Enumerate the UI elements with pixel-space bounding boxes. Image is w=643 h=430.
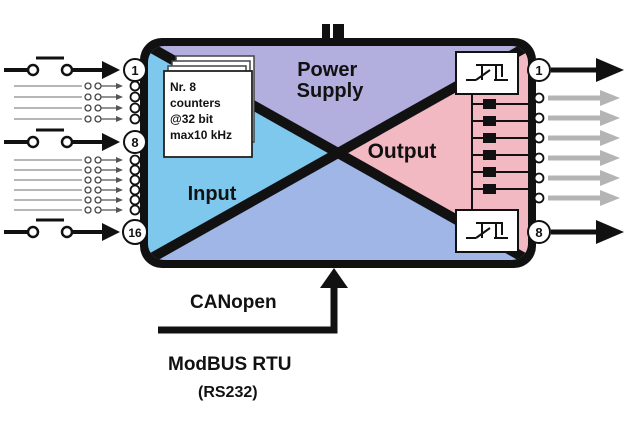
input-signal-thin-2 [14,91,141,103]
bus-arrow-head [320,268,348,288]
counter-card-stack: Nr. 8 counters @32 bit max10 kHz [163,55,255,158]
input-signal-thin-9 [14,194,141,206]
input-pin-1: 1 [123,58,147,82]
relay-box-bottom [455,209,519,253]
counter-line-3: @32 bit [170,112,213,126]
relay-block-series [472,99,528,194]
top-connector [322,20,344,42]
output-label: Output [368,140,437,163]
input-label: Input [188,183,237,205]
output-arrow-bold-2 [551,220,624,244]
input-pin-16-label: 16 [128,226,142,240]
input-pin-1-label: 1 [131,63,138,78]
input-pin-8-label: 8 [131,135,138,150]
input-signal-thin-4 [14,113,141,125]
output-arrow-faded-5 [533,170,620,186]
output-arrow-faded-2 [533,110,620,126]
bus-connection [158,268,348,334]
relay-block-5 [472,167,528,177]
power-label-line2: Supply [297,80,365,102]
input-signal-thin-6 [14,164,141,176]
input-lines [4,56,141,241]
counter-line-2: counters [170,96,221,110]
relay-block-6 [472,184,528,194]
output-pin-8: 8 [527,220,551,244]
input-signal-bold-3 [4,218,120,241]
counter-text: Nr. 8 counters @32 bit max10 kHz [170,80,232,142]
counter-line-1: Nr. 8 [170,80,196,94]
input-signal-thin-8 [14,184,141,196]
output-pin-8-label: 8 [535,225,542,240]
relay-block-3 [472,133,528,143]
input-pin-16: 16 [122,219,148,245]
output-arrow-faded-1 [533,90,620,106]
output-pin-1: 1 [527,58,551,82]
modbus-label: ModBUS RTU [168,354,291,375]
input-signal-thin-5 [14,154,141,166]
output-arrow-faded-6 [533,190,620,206]
input-signal-thin-10 [14,204,141,216]
input-pin-8: 8 [123,130,147,154]
output-relay-panel [455,51,528,253]
relay-block-2 [472,116,528,126]
counter-line-4: max10 kHz [170,128,232,142]
input-signal-thin-7 [14,174,141,186]
bus-region [148,153,528,260]
relay-block-1 [472,99,528,109]
power-supply-label: Power Supply [297,59,365,102]
relay-block-4 [472,150,528,160]
input-signal-thin-1 [14,80,141,92]
output-arrow-faded-3 [533,130,620,146]
output-lines [533,58,624,244]
canopen-label: CANopen [190,292,277,313]
rs232-label: (RS232) [198,384,258,401]
output-arrow-faded-4 [533,150,620,166]
input-signal-bold-1 [4,56,120,79]
output-arrow-bold-1 [551,58,624,82]
input-signal-thin-3 [14,102,141,114]
output-region [338,46,528,260]
input-signal-bold-2 [4,128,120,151]
output-pin-1-label: 1 [535,63,542,78]
power-label-line1: Power [297,59,357,81]
